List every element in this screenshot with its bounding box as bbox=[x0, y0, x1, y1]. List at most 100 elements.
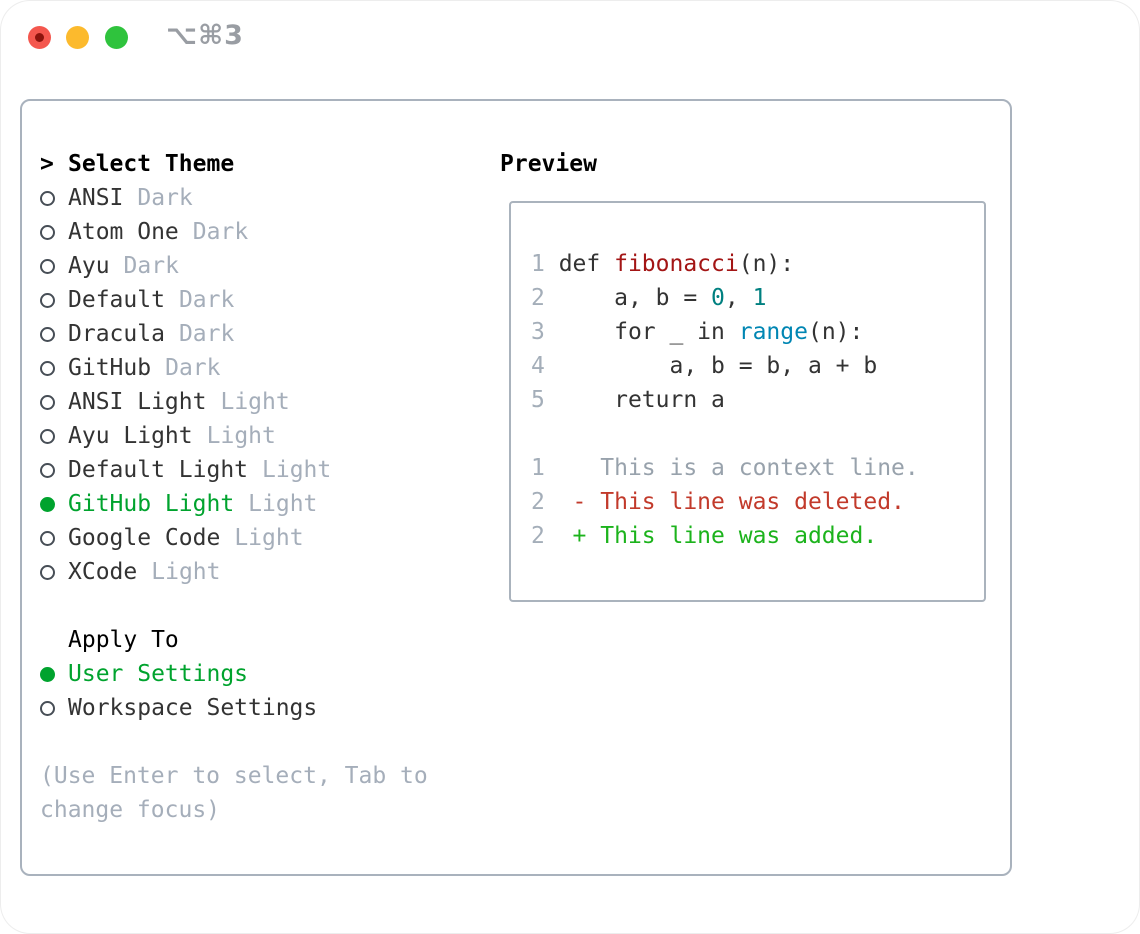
radio-slot bbox=[40, 428, 68, 444]
code-token: + This line was added. bbox=[558, 523, 878, 549]
code-token: - This line was deleted. bbox=[558, 489, 905, 515]
modified-indicator-dot bbox=[35, 33, 44, 42]
radio-unselected-icon bbox=[40, 360, 55, 376]
theme-variant-label: Dark bbox=[178, 321, 235, 347]
spacer bbox=[40, 725, 482, 759]
line-number: 2 bbox=[531, 523, 559, 549]
radio-unselected-icon bbox=[40, 258, 55, 274]
apply-option-workspace-settings[interactable]: Workspace Settings bbox=[40, 691, 482, 725]
selection-caret-icon: > bbox=[40, 151, 54, 177]
radio-slot bbox=[40, 530, 68, 546]
theme-option-ansi[interactable]: ANSI Dark bbox=[40, 181, 482, 215]
preview-title: Preview bbox=[500, 151, 597, 177]
radio-slot bbox=[40, 700, 68, 716]
code-token: 0 bbox=[711, 285, 725, 311]
code-line: 1 def fibonacci(n): bbox=[531, 247, 984, 281]
radio-slot bbox=[40, 462, 68, 478]
theme-name-label: ANSI bbox=[68, 185, 124, 211]
code-token: range bbox=[738, 319, 808, 345]
radio-unselected-icon bbox=[40, 224, 55, 240]
code-token: (n): bbox=[738, 251, 795, 277]
radio-slot bbox=[40, 496, 68, 512]
theme-name-label: Ayu bbox=[68, 253, 110, 279]
titlebar: ⌥⌘3 bbox=[0, 0, 1140, 74]
minimize-button[interactable] bbox=[66, 26, 89, 49]
code-line bbox=[531, 417, 984, 451]
apply-name-label: Workspace Settings bbox=[68, 695, 318, 721]
radio-slot bbox=[40, 190, 68, 206]
radio-unselected-icon bbox=[40, 462, 55, 478]
radio-unselected-icon bbox=[40, 428, 55, 444]
code-token: fibonacci bbox=[614, 251, 739, 277]
line-number: 4 bbox=[531, 353, 559, 379]
code-token: def bbox=[558, 251, 615, 277]
code-line: 2 a, b = 0, 1 bbox=[531, 281, 984, 315]
radio-slot bbox=[40, 326, 68, 342]
theme-variant-label: Dark bbox=[123, 253, 179, 279]
line-number: 3 bbox=[531, 319, 559, 345]
radio-slot bbox=[40, 224, 68, 240]
radio-unselected-icon bbox=[40, 530, 55, 546]
radio-unselected-icon bbox=[40, 190, 55, 206]
line-number: 2 bbox=[531, 489, 559, 515]
apply-option-user-settings[interactable]: User Settings bbox=[40, 657, 482, 691]
theme-name-label: GitHub Light bbox=[68, 491, 235, 517]
radio-slot bbox=[40, 666, 68, 682]
code-token: This is a context line. bbox=[558, 455, 919, 481]
radio-slot bbox=[40, 564, 68, 580]
radio-slot bbox=[40, 292, 68, 308]
code-line: 3 for _ in range(n): bbox=[531, 315, 984, 349]
apply-name-label: User Settings bbox=[68, 661, 249, 687]
code-line: 5 return a bbox=[531, 383, 984, 417]
theme-name-label: GitHub bbox=[68, 355, 152, 381]
theme-variant-label: Light bbox=[262, 457, 332, 483]
radio-selected-icon bbox=[40, 496, 55, 512]
code-line: 2 - This line was deleted. bbox=[531, 485, 984, 519]
theme-variant-label: Dark bbox=[178, 287, 235, 313]
line-number: 1 bbox=[531, 455, 559, 481]
code-line: 4 a, b = b, a + b bbox=[531, 349, 984, 383]
theme-name-label: Ayu Light bbox=[68, 423, 193, 449]
theme-name-label: Atom One bbox=[68, 219, 179, 245]
radio-slot bbox=[40, 258, 68, 274]
radio-unselected-icon bbox=[40, 394, 55, 410]
theme-option-ayu[interactable]: Ayu Dark bbox=[40, 249, 482, 283]
code-token: , bbox=[724, 285, 753, 311]
line-number: 1 bbox=[531, 251, 559, 277]
select-theme-title: Select Theme bbox=[68, 151, 235, 177]
keyboard-hint: (Use Enter to select, Tab to change focu… bbox=[40, 763, 428, 823]
line-number: 2 bbox=[531, 285, 559, 311]
theme-variant-label: Light bbox=[234, 525, 304, 551]
apply-to-title: Apply To bbox=[68, 627, 179, 653]
window-title: ⌥⌘3 bbox=[166, 20, 244, 51]
theme-variant-label: Light bbox=[220, 389, 290, 415]
theme-variant-label: Light bbox=[151, 559, 221, 585]
theme-option-default-light[interactable]: Default Light Light bbox=[40, 453, 482, 487]
radio-unselected-icon bbox=[40, 292, 55, 308]
theme-variant-label: Light bbox=[206, 423, 276, 449]
theme-option-github[interactable]: GitHub Dark bbox=[40, 351, 482, 385]
radio-selected-icon bbox=[40, 666, 55, 682]
theme-variant-label: Dark bbox=[165, 355, 221, 381]
theme-name-label: Default Light bbox=[68, 457, 249, 483]
radio-unselected-icon bbox=[40, 564, 55, 580]
select-theme-header: > Select Theme bbox=[40, 147, 482, 181]
maximize-button[interactable] bbox=[105, 26, 128, 49]
theme-option-ayu-light[interactable]: Ayu Light Light bbox=[40, 419, 482, 453]
close-button[interactable] bbox=[28, 26, 51, 49]
radio-unselected-icon bbox=[40, 700, 55, 716]
radio-slot bbox=[40, 394, 68, 410]
theme-variant-label: Dark bbox=[137, 185, 193, 211]
